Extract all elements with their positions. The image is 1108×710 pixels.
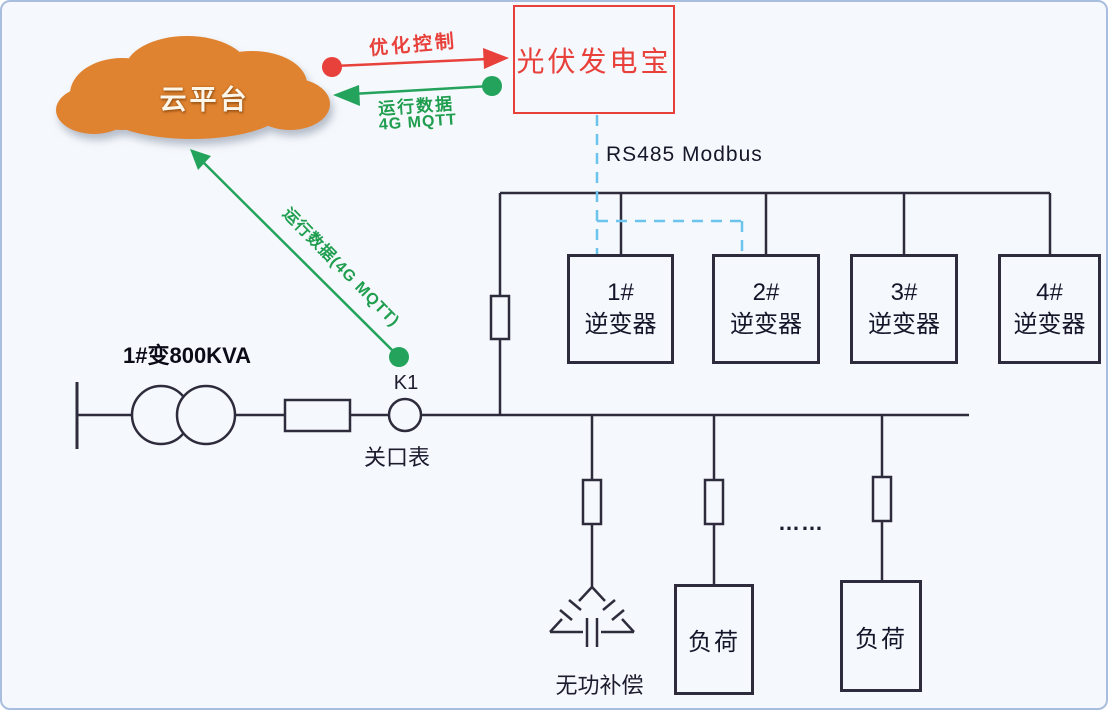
inverter-4-box: 4# 逆变器	[998, 254, 1101, 364]
fuse-symbol	[703, 478, 725, 526]
gateway-meter-label: 关口表	[363, 445, 430, 470]
ac-wiring	[75, 191, 1052, 647]
pv-gateway-box: 光伏发电宝	[513, 5, 675, 114]
inverter-3-type: 逆变器	[868, 311, 940, 338]
fuse-symbol	[489, 294, 511, 341]
red-endpoint-dot	[322, 57, 342, 77]
optimize-control-arrow	[322, 48, 509, 77]
arrowhead-left	[333, 85, 360, 106]
capacitor-bank-symbol	[549, 586, 635, 647]
pv-gateway-label: 光伏发电宝	[516, 45, 672, 77]
cloud-platform-label: 云平台	[159, 85, 250, 115]
cloud-shape	[56, 36, 330, 139]
transformer-symbol	[130, 384, 237, 446]
reactive-compensation-label: 无功补偿	[555, 673, 644, 698]
breaker-symbol	[283, 398, 352, 433]
inverter-1-num: 1#	[607, 278, 634, 306]
fuse-symbol	[581, 478, 603, 526]
arrowhead-up-left	[190, 149, 211, 170]
inverter-4-type: 逆变器	[1013, 311, 1086, 338]
inverter-3-box: 3# 逆变器	[850, 254, 958, 364]
inverter-1-box: 1# 逆变器	[567, 254, 674, 364]
meter-runtime-data-arrow	[190, 149, 409, 367]
runtime-data-arrow	[333, 76, 502, 106]
more-feeders-ellipsis: ……	[778, 510, 824, 535]
rs485-dashed-link	[595, 115, 744, 254]
gateway-meter-symbol	[387, 397, 423, 433]
load-1-label: 负荷	[688, 629, 740, 656]
inverter-2-type: 逆变器	[730, 311, 802, 338]
green-endpoint-dot	[482, 76, 502, 96]
rs485-modbus-label: RS485 Modbus	[606, 143, 763, 166]
fuse-symbol	[871, 475, 893, 523]
inverter-2-num: 2#	[752, 278, 780, 306]
transformer-label: 1#变800KVA	[123, 343, 251, 368]
inverter-4-num: 4#	[1036, 278, 1063, 306]
load-2-box: 负荷	[840, 580, 922, 692]
load-2-label: 负荷	[855, 625, 907, 653]
inverter-1-type: 逆变器	[584, 311, 657, 338]
load-1-box: 负荷	[674, 584, 754, 695]
inverter-3-num: 3#	[890, 278, 918, 306]
arrowhead-right	[483, 48, 509, 69]
inverter-2-box: 2# 逆变器	[712, 254, 820, 364]
meter-name-label: K1	[393, 372, 419, 394]
green-endpoint-dot	[389, 347, 409, 367]
